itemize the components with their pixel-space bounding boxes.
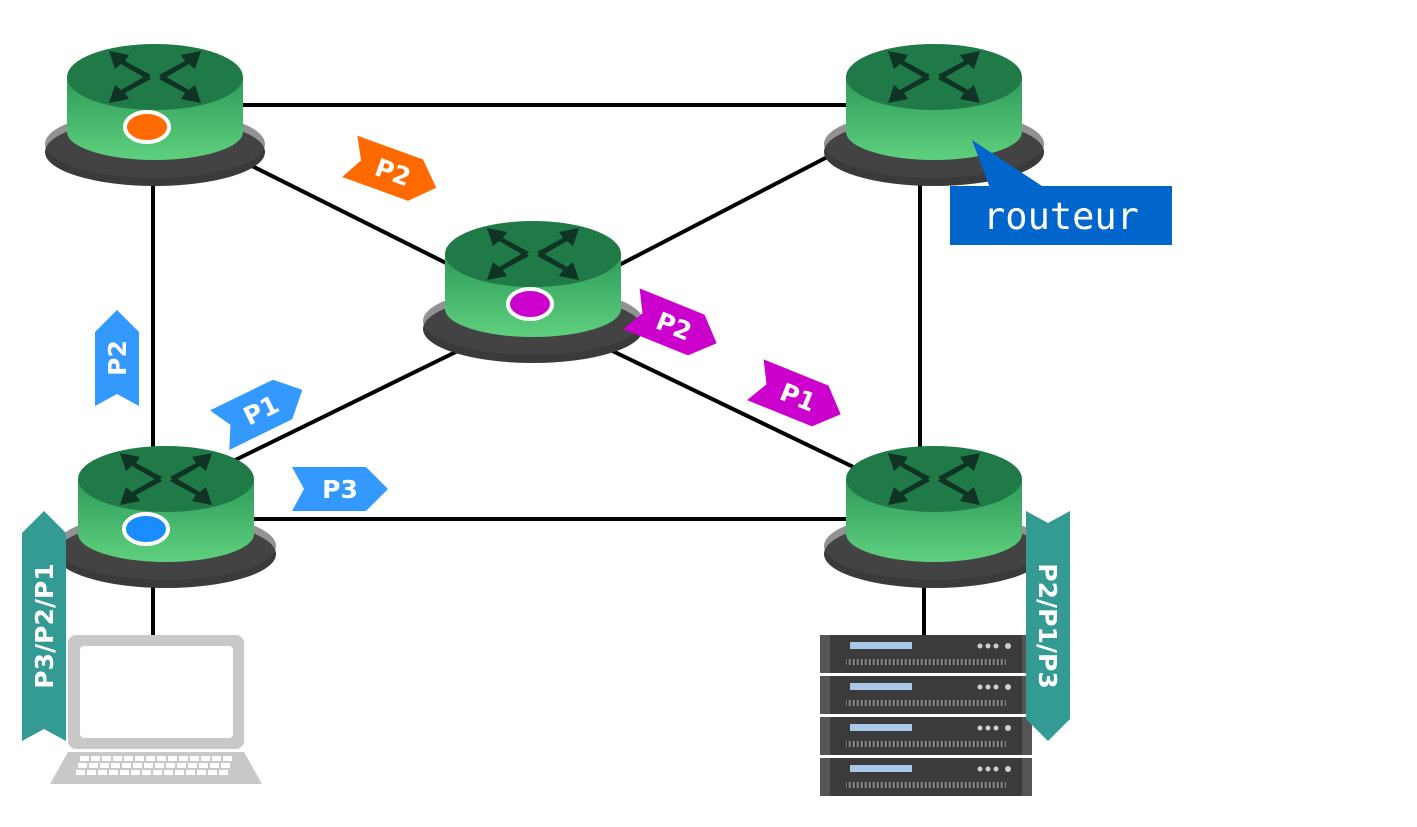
server-unit [820, 635, 1032, 673]
router-r-bottom-left [56, 446, 276, 588]
devices-layer [50, 635, 1032, 796]
server-unit [820, 676, 1032, 714]
pkt-blue-p1-arrow: P1 [210, 379, 303, 450]
server-unit [820, 717, 1032, 755]
router-arrows-icon [888, 453, 980, 505]
router-r-top-left [45, 44, 265, 186]
router-marker-blue_dot [122, 512, 170, 546]
packet-shape [292, 467, 388, 511]
router-top [78, 446, 254, 512]
pkt-blue-p3-arrow: P3 [292, 467, 388, 511]
server-rack-icon [820, 635, 1032, 796]
router-top [445, 221, 621, 287]
packet-shape [747, 359, 841, 427]
router-top [846, 446, 1022, 512]
pkt-blue-p2-up-arrow: P2 [95, 310, 139, 406]
link-r-center-r-bottom-left [224, 343, 471, 467]
callout-label: routeur [983, 195, 1139, 238]
routers-layer [45, 44, 1044, 588]
router-r-top-right [824, 44, 1044, 186]
pkt-magenta-p2-arrow: P2 [623, 288, 717, 356]
router-arrows-icon [487, 228, 579, 280]
packet-label: P2/P1/P3 [1033, 563, 1062, 688]
packet-shape [1026, 511, 1070, 741]
pkt-laptop-stream-arrow: P3/P2/P1 [22, 511, 66, 741]
link-r-top-right-r-center [599, 138, 861, 277]
router-marker-orange [123, 110, 171, 144]
router-marker-magenta [506, 287, 554, 321]
pkt-orange-p2-arrow: P2 [342, 135, 437, 201]
router-top [846, 44, 1022, 110]
router-arrows-icon [120, 453, 212, 505]
router-arrows-icon [888, 51, 980, 103]
packet-shape [95, 310, 139, 406]
packet-shape [623, 288, 717, 356]
link-r-center-r-bottom-right [599, 343, 871, 477]
packet-shape [22, 511, 66, 741]
router-arrows-icon [109, 51, 201, 103]
router-callout: routeur [950, 140, 1172, 245]
callout-pointer [972, 140, 1045, 188]
server-unit [820, 758, 1032, 796]
router-r-bottom-right [824, 446, 1044, 588]
router-top [67, 44, 243, 110]
pkt-magenta-p1-arrow: P1 [747, 359, 841, 427]
pkt-server-stream-arrow: P2/P1/P3 [1026, 511, 1070, 741]
packet-label: P3 [322, 475, 358, 504]
callout-box [950, 186, 1172, 245]
packet-label: P2 [103, 340, 132, 376]
router-r-center [423, 221, 643, 363]
packet-label: P3/P2/P1 [30, 563, 59, 688]
packet-shape [210, 379, 303, 450]
packet-shape [342, 135, 437, 201]
laptop-icon [50, 635, 262, 784]
